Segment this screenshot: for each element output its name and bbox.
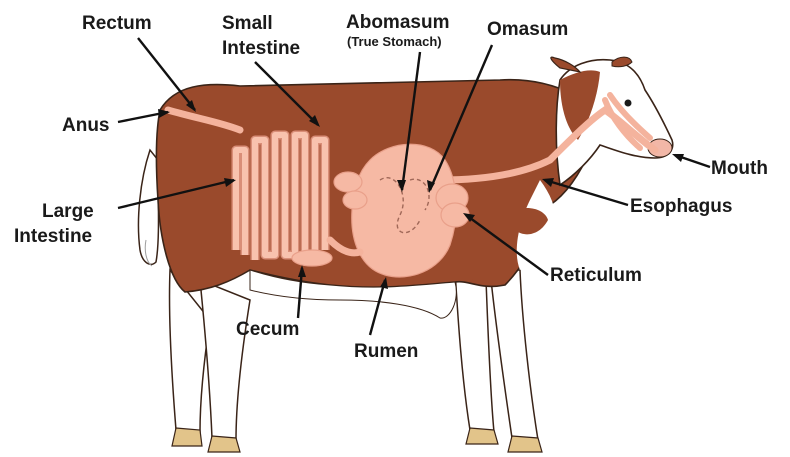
cow-ear [551, 57, 580, 72]
cow-front-leg-back [455, 270, 494, 432]
hoof [508, 436, 542, 452]
hoof [208, 436, 240, 452]
label-small-intestine-line2: Intestine [222, 38, 300, 59]
label-anus: Anus [62, 115, 110, 136]
label-reticulum: Reticulum [550, 265, 642, 286]
label-rectum: Rectum [82, 13, 152, 34]
label-abomasum: Abomasum [346, 12, 449, 33]
label-small-intestine-line1: Small [222, 13, 273, 34]
label-large-intestine-line2: Intestine [14, 226, 92, 247]
label-rumen: Rumen [354, 341, 418, 362]
cow-front-leg-front [490, 270, 538, 440]
label-omasum: Omasum [487, 19, 568, 40]
label-large-intestine-line1: Large [42, 201, 94, 222]
label-cecum: Cecum [236, 319, 299, 340]
cecum-organ [292, 250, 332, 266]
label-esophagus: Esophagus [630, 196, 732, 217]
cow-eye [625, 100, 632, 107]
cow-hind-leg-front [200, 280, 250, 440]
hoof [466, 428, 498, 444]
label-mouth: Mouth [711, 158, 768, 179]
label-abomasum-sub: (True Stomach) [347, 34, 442, 49]
hoof [172, 428, 202, 446]
cow-tail [138, 150, 158, 264]
